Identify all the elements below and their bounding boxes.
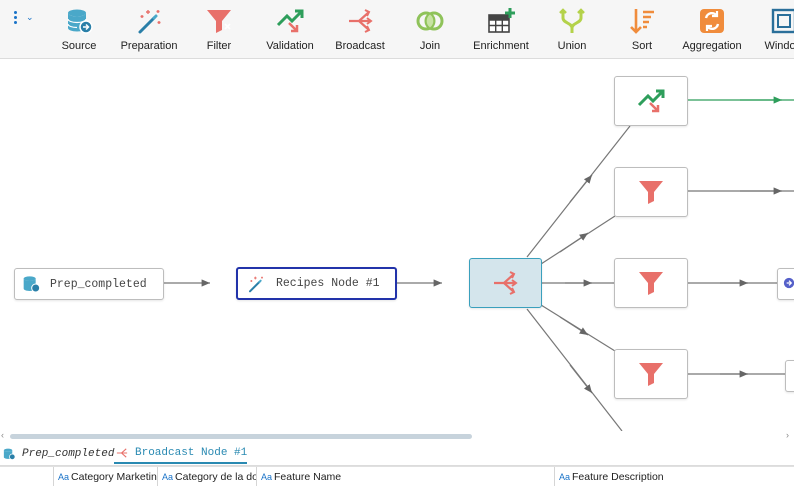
tab-label: Prep_completed: [22, 447, 115, 460]
filter-icon: [639, 181, 663, 204]
magic-wand-icon: [138, 10, 161, 34]
toolbar-label: Union: [557, 40, 587, 52]
output-node[interactable]: [785, 360, 794, 392]
toolbar-label: Source: [61, 40, 97, 52]
pipeline-edges: [163, 96, 794, 431]
data-grid-header: Aa Category Marketing Aa Category de la …: [0, 466, 794, 486]
toolbar-window-button[interactable]: Window: [762, 6, 794, 56]
enrichment-table-icon: [488, 8, 515, 33]
broadcast-icon: [494, 271, 518, 295]
scroll-left-icon[interactable]: ‹: [1, 430, 4, 440]
filter-node[interactable]: [614, 167, 688, 217]
text-type-icon: Aa: [162, 471, 174, 482]
tab-broadcast-node[interactable]: Broadcast Node #1: [114, 443, 248, 464]
toolbar-label: Join: [419, 40, 441, 52]
chevron-down-icon: ⌄: [26, 12, 34, 22]
source-database-icon: [23, 276, 41, 293]
output-node[interactable]: [777, 268, 794, 300]
toolbar-label: Enrichment: [473, 40, 529, 52]
vertical-dots-icon: [14, 11, 18, 26]
column-header[interactable]: Aa Feature Name: [257, 467, 555, 486]
column-label: Category de la doc: [175, 470, 257, 483]
column-label: Category Marketing: [71, 470, 158, 483]
window-icon: [771, 8, 794, 34]
scroll-right-icon[interactable]: ›: [786, 430, 789, 440]
union-node-icon: [783, 277, 794, 289]
toolbar-aggregation-button[interactable]: Aggregation: [682, 6, 742, 56]
canvas-horizontal-scrollbar[interactable]: ‹ ›: [0, 430, 794, 443]
column-label: Feature Name: [274, 470, 342, 483]
tab-label: Broadcast Node #1: [135, 446, 248, 459]
toolbar-sort-button[interactable]: Sort: [627, 6, 657, 56]
broadcast-node[interactable]: [469, 258, 542, 308]
validation-node[interactable]: [614, 76, 688, 126]
toolbar-join-button[interactable]: Join: [415, 6, 445, 56]
text-type-icon: Aa: [559, 471, 571, 482]
text-type-icon: Aa: [261, 471, 273, 482]
edge: [569, 364, 593, 394]
toolbar-label: Aggregation: [682, 40, 742, 52]
toolbar-label: Validation: [266, 40, 314, 52]
source-database-icon: [67, 9, 93, 34]
join-circles-icon: [416, 11, 444, 31]
broadcast-icon: [349, 9, 373, 33]
toolbar-source-button[interactable]: Source: [60, 6, 98, 56]
validation-arrows-icon: [276, 9, 304, 33]
toolbar-preparation-button[interactable]: Preparation: [119, 6, 179, 56]
text-type-icon: Aa: [58, 471, 70, 482]
source-database-icon: [3, 448, 16, 460]
toolbar-enrichment-button[interactable]: Enrichment: [473, 6, 529, 56]
toolbar-union-button[interactable]: Union: [555, 6, 589, 56]
edge: [569, 174, 593, 203]
aggregation-icon: [700, 9, 724, 33]
magic-wand-icon: [249, 276, 263, 292]
row-number-header: [0, 467, 54, 486]
preview-tabs: Prep_completed Broadcast Node #1: [0, 443, 794, 466]
edge: [559, 232, 589, 253]
recipes-node[interactable]: Recipes Node #1: [236, 267, 397, 300]
toolbar-label: Broadcast: [335, 40, 385, 52]
union-icon: [559, 8, 585, 33]
recipes-node-label: Recipes Node #1: [276, 277, 380, 290]
toolbar-filter-button[interactable]: Filter: [203, 6, 235, 56]
column-header[interactable]: Aa Feature Description: [555, 467, 794, 486]
scrollbar-thumb[interactable]: [10, 434, 472, 439]
filter-node[interactable]: [614, 258, 688, 308]
filter-icon: [207, 10, 231, 33]
filter-icon: [639, 363, 663, 386]
filter-node[interactable]: [614, 349, 688, 399]
edge: [559, 316, 589, 336]
toolbar-label: Preparation: [120, 40, 178, 52]
toolbar: ⌄ Source Preparation Filter: [0, 0, 794, 59]
column-header[interactable]: Aa Category de la doc: [158, 467, 257, 486]
pipeline-canvas[interactable]: Prep_completed Recipes Node #1: [0, 59, 794, 431]
tab-prep-completed[interactable]: Prep_completed: [0, 443, 114, 464]
column-header[interactable]: Aa Category Marketing: [54, 467, 158, 486]
filter-icon: [639, 272, 663, 295]
sort-icon: [630, 9, 654, 34]
source-node-label: Prep_completed: [50, 277, 147, 291]
toolbar-label: Window: [764, 40, 794, 52]
toolbar-validation-button[interactable]: Validation: [264, 6, 316, 56]
more-menu-button[interactable]: ⌄: [8, 8, 38, 28]
source-node[interactable]: Prep_completed: [14, 268, 164, 300]
toolbar-label: Sort: [631, 40, 653, 52]
toolbar-label: Filter: [206, 40, 232, 52]
validation-arrows-icon: [637, 89, 665, 113]
column-label: Feature Description: [572, 470, 664, 483]
broadcast-icon: [116, 447, 128, 458]
toolbar-broadcast-button[interactable]: Broadcast: [335, 6, 385, 56]
